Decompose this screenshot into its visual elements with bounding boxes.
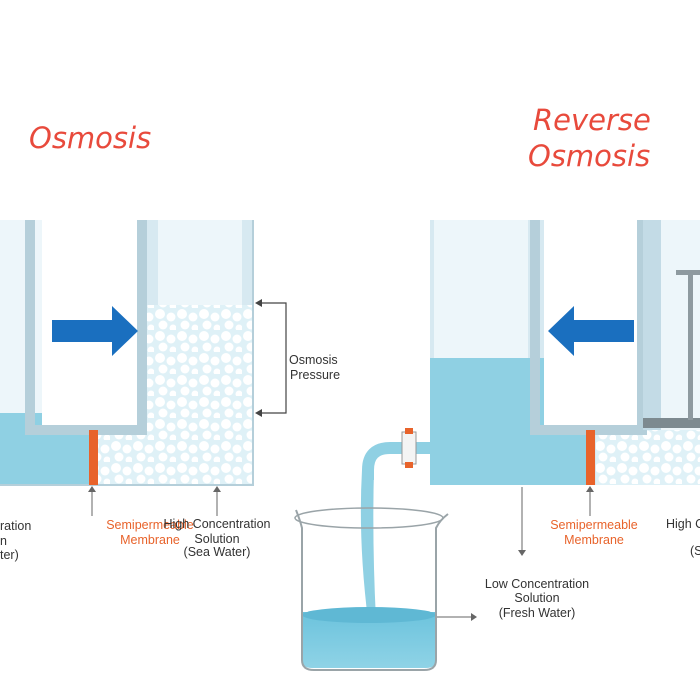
left-flow-arrow — [52, 306, 138, 356]
left-low-label-line1: ration — [0, 519, 31, 533]
ro-channel-sea-water — [596, 430, 700, 485]
beaker-rim — [294, 507, 444, 529]
beaker-glass — [295, 509, 449, 671]
beaker — [294, 507, 449, 671]
outer-wall — [0, 220, 254, 486]
piston-plate — [643, 418, 700, 428]
right-semipermeable-membrane — [586, 430, 595, 485]
valve-body — [401, 431, 417, 465]
osmosis-pressure-label-line1: Osmosis — [289, 353, 338, 367]
piston-rod — [688, 270, 693, 420]
ro-right-arm-wall — [643, 220, 661, 430]
right-pointers — [437, 486, 594, 621]
left-membrane-label-line2: Membrane — [120, 533, 180, 547]
right-high-label-line2: (S — [690, 544, 700, 558]
beaker-water-surface — [302, 607, 436, 623]
reverse-osmosis-title-line1: Reverse — [533, 103, 651, 137]
left-arm-inner — [0, 220, 42, 415]
left-high-label-line2: Solution — [194, 532, 239, 546]
left-pointers — [88, 486, 221, 516]
left-low-label-line3: ter) — [0, 548, 19, 562]
osmosis-pressure-bracket — [255, 299, 287, 417]
right-arm-inner — [158, 220, 242, 305]
right-low-label-line1: Low Concentration — [485, 577, 589, 591]
ro-left-arm-inner — [434, 220, 528, 360]
right-membrane-label-line2: Membrane — [564, 533, 624, 547]
reverse-osmosis-u-tube — [430, 220, 700, 485]
right-flow-arrow — [548, 306, 634, 356]
ro-channel-fresh — [540, 430, 592, 485]
right-high-label-line1: High C — [666, 517, 700, 531]
divider-wall — [25, 220, 147, 435]
osmosis-title: Osmosis — [29, 121, 151, 155]
left-high-label-line3: (Sea Water) — [184, 545, 251, 559]
ro-right-arm-inner — [660, 220, 700, 430]
piston-handle — [676, 270, 700, 275]
outlet-pipe — [362, 428, 432, 480]
valve-cap-bottom — [405, 462, 413, 468]
ro-fresh-water — [430, 358, 545, 485]
left-high-label-line1: High Concentration — [163, 517, 270, 531]
right-low-label-line2: Solution — [514, 591, 559, 605]
water-stream — [360, 470, 376, 620]
osmosis-u-tube — [0, 220, 254, 486]
left-low-label-line2: n — [0, 534, 7, 548]
reverse-osmosis-title-line2: Osmosis — [528, 139, 650, 173]
osmosis-pressure-label-line2: Pressure — [290, 368, 340, 382]
right-arm-sea-water — [142, 305, 253, 485]
left-membrane-label-line1: Semipermeable — [106, 518, 194, 532]
right-low-label-line3: (Fresh Water) — [499, 606, 576, 620]
right-membrane-label-line1: Semipermeable — [550, 518, 638, 532]
left-semipermeable-membrane — [89, 430, 98, 485]
valve-cap-top — [405, 428, 413, 434]
beaker-water — [302, 612, 436, 668]
